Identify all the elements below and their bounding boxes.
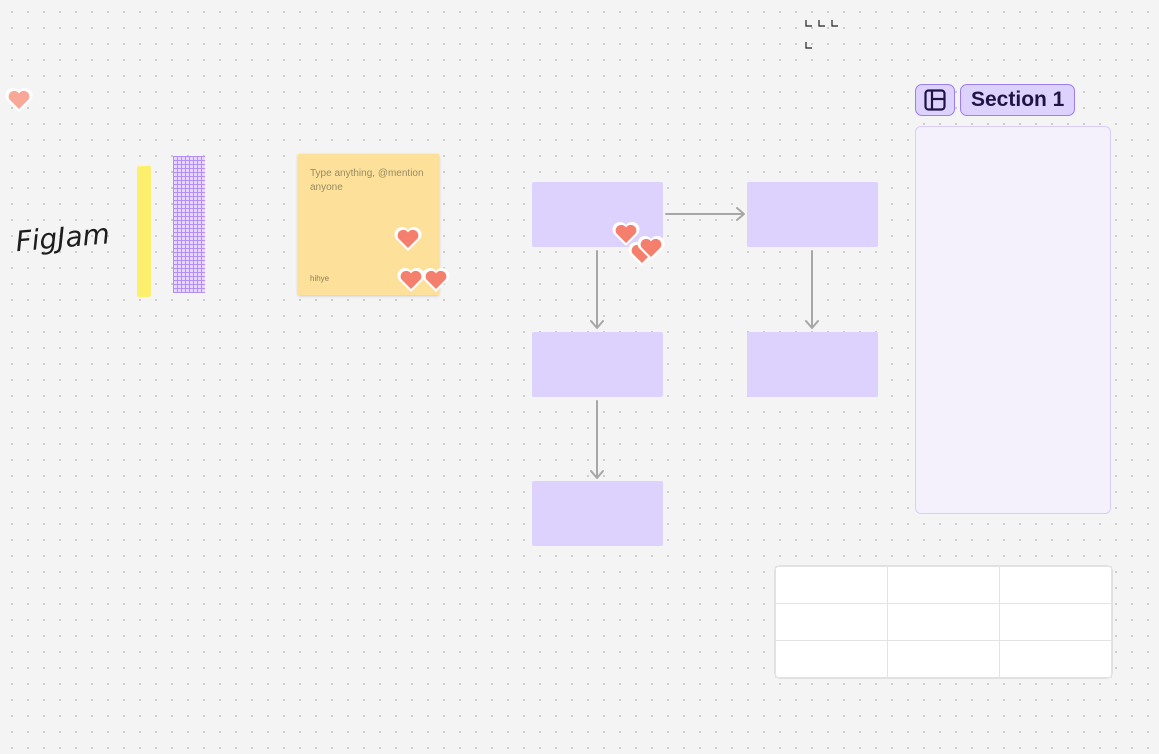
heart-sticker-icon[interactable] bbox=[636, 234, 666, 262]
table-cell[interactable] bbox=[887, 566, 1000, 604]
table-row bbox=[775, 640, 1112, 678]
table-cell[interactable] bbox=[887, 640, 1000, 678]
table-cell[interactable] bbox=[775, 603, 888, 641]
sticky-author: hihye bbox=[310, 274, 330, 283]
section-body[interactable] bbox=[915, 126, 1111, 514]
heart-sticker-icon[interactable] bbox=[396, 266, 426, 294]
table-widget[interactable] bbox=[775, 566, 1112, 678]
heart-sticker-icon[interactable] bbox=[4, 86, 34, 114]
flow-shape[interactable] bbox=[747, 332, 878, 397]
table-cell[interactable] bbox=[775, 566, 888, 604]
table-cell[interactable] bbox=[999, 566, 1112, 604]
washi-tape-purple-grid[interactable] bbox=[173, 156, 205, 293]
svg-text:FigJam: FigJam bbox=[14, 217, 111, 258]
figjam-handwriting[interactable]: FigJam bbox=[14, 214, 114, 260]
section-frame-icon[interactable] bbox=[915, 84, 955, 116]
table-cell[interactable] bbox=[775, 640, 888, 678]
section-title[interactable]: Section 1 bbox=[960, 84, 1076, 116]
flow-shape[interactable] bbox=[532, 481, 663, 546]
table-cell[interactable] bbox=[887, 603, 1000, 641]
heart-sticker-icon[interactable] bbox=[611, 220, 641, 248]
flow-shape[interactable] bbox=[532, 332, 663, 397]
table-cell[interactable] bbox=[999, 640, 1112, 678]
sticky-placeholder: Type anything, @mention anyone bbox=[310, 168, 424, 193]
heart-sticker-icon[interactable] bbox=[393, 225, 423, 253]
table-row bbox=[775, 566, 1112, 604]
flow-shape[interactable] bbox=[532, 182, 663, 247]
flow-shape[interactable] bbox=[747, 182, 878, 247]
table-row bbox=[775, 603, 1112, 641]
table-cell[interactable] bbox=[999, 603, 1112, 641]
cursor-marks bbox=[805, 20, 838, 49]
heart-sticker-icon[interactable] bbox=[421, 266, 451, 294]
